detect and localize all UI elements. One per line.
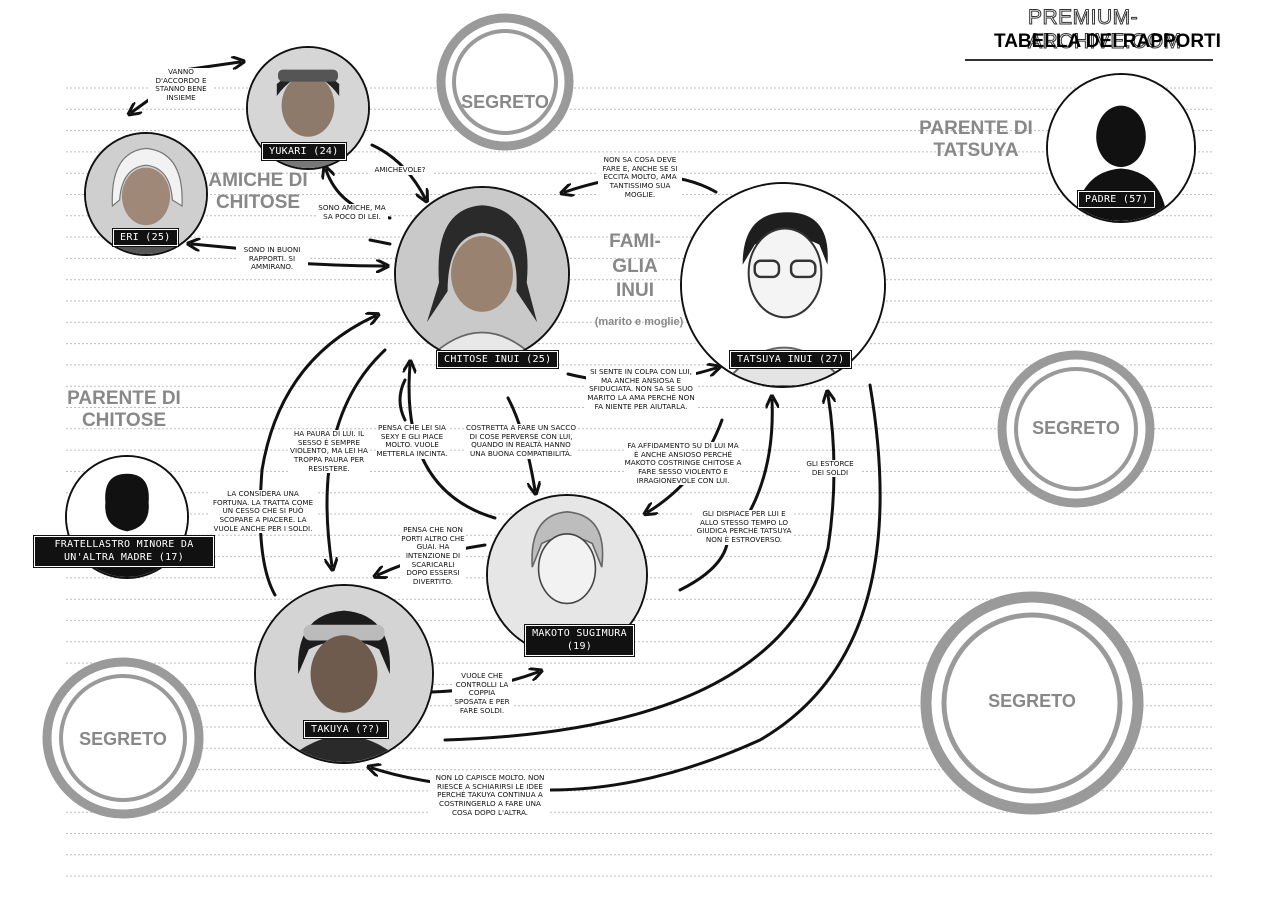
note-sono-amiche: SONO AMICHE, MA SA POCO DI LEI.: [316, 203, 388, 222]
portrait-chitose: [394, 186, 570, 362]
name-tag-chitose: CHITOSE INUI (25): [435, 350, 560, 369]
note-non-capisce: NON LO CAPISCE MOLTO. NON RIESCE A SCHIA…: [430, 773, 550, 818]
watermark-text: PREMIUM-ARCHIVE.COM: [1028, 6, 1182, 54]
secret-label-top: SEGRETO: [461, 92, 549, 112]
name-tag-padre: PADRE (57): [1076, 190, 1157, 209]
note-fortuna: LA CONSIDERA UNA FORTUNA. LA TRATTA COME…: [208, 489, 318, 534]
note-affidamento: FA AFFIDAMENTO SU DI LUI MA È ANCHE ANSI…: [624, 441, 742, 486]
secret-label-bottom-left: SEGRETO: [79, 729, 167, 749]
heading-family-sub: (marito e moglie): [594, 316, 684, 328]
name-tag-tatsuya: TATSUYA INUI (27): [728, 350, 853, 369]
secret-circle-bottom-left: [42, 657, 204, 819]
heading-tatsuya-relative: PARENTE DI TATSUYA: [919, 118, 1033, 161]
note-buoni-rapporti: SONO IN BUONI RAPPORTI. SI AMMIRANO.: [236, 245, 308, 272]
secret-label-bottom-right: SEGRETO: [988, 691, 1076, 711]
title-underline: [965, 59, 1213, 61]
name-tag-makoto: MAKOTO SUGIMURA (19): [524, 624, 635, 657]
name-tag-fratellastro: FRATELLASTRO MINORE DA UN'ALTRA MADRE (1…: [33, 535, 215, 568]
name-tag-yukari: YUKARI (24): [261, 142, 347, 161]
note-pensa-sexy: PENSA CHE LEI SIA SEXY E GLI PIACE MOLTO…: [376, 423, 448, 459]
note-costretta: COSTRETTA A FARE UN SACCO DI COSE PERVER…: [464, 423, 578, 459]
secret-circle-right: [997, 350, 1155, 508]
note-paura: HA PAURA DI LUI. IL SESSO È SEMPRE VIOLE…: [288, 429, 370, 474]
page-title: TABELLA DEI RAPPORTI: [994, 31, 1221, 52]
secret-label-right: SEGRETO: [1032, 418, 1120, 438]
note-estorce: GLI ESTORCE DEI SOLDI: [800, 459, 860, 478]
note-tatsuya-chitose: NON SA COSA DEVE FARE E, ANCHE SE SI ECC…: [598, 155, 682, 200]
heading-family: FAMI- GLIA INUI: [609, 231, 661, 302]
heading-chitose-relative: PARENTE DI CHITOSE: [67, 388, 181, 431]
note-guai: PENSA CHE NON PORTI ALTRO CHE GUAI. HA I…: [400, 525, 466, 587]
secret-circle-top: [436, 13, 574, 151]
note-amichevole: AMICHEVOLE?: [368, 165, 432, 175]
name-tag-takuya: TAKUYA (??): [303, 720, 389, 739]
note-yukari-eri: VANNO D'ACCORDO E STANNO BENE INSIEME: [148, 67, 214, 103]
heading-friends: AMICHE DI CHITOSE: [208, 170, 308, 213]
note-chitose-tatsuya: SI SENTE IN COLPA CON LUI, MA ANCHE ANSI…: [586, 367, 696, 412]
name-tag-eri: ERI (25): [112, 228, 179, 247]
note-controlli: VUOLE CHE CONTROLLI LA COPPIA SPOSATA E …: [452, 671, 512, 716]
note-dispiace: GLI DISPIACE PER LUI E ALLO STESSO TEMPO…: [694, 509, 794, 545]
secret-circle-bottom-right: [920, 591, 1144, 815]
